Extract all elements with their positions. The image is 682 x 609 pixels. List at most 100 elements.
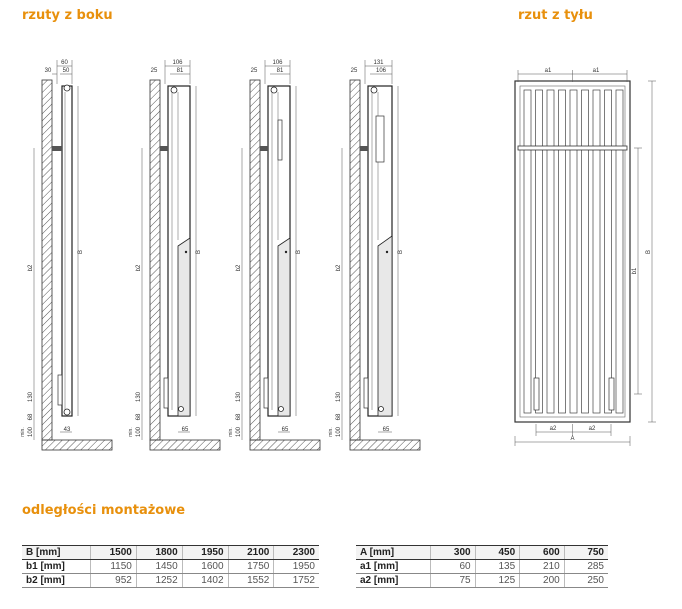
table-cell: 2300 — [273, 545, 319, 560]
dim-overall: B — [78, 250, 84, 254]
dim-min: min. — [20, 427, 26, 436]
row-label: a2 [mm] — [356, 573, 431, 588]
table-cell: 1950 — [181, 545, 229, 560]
table-cell: 60 — [430, 559, 476, 574]
dim-b1: b1 — [632, 267, 638, 274]
radiator-profile — [61, 85, 73, 417]
row-label: b1 [mm] — [22, 559, 91, 574]
mounting-distances-heading: odległości montażowe — [22, 503, 186, 518]
dim-top-inner: 81 — [177, 68, 184, 74]
dim-130: 130 — [236, 391, 242, 402]
back-view: a1 a1 a2 a2 A b1 B — [514, 68, 656, 446]
dim-130: 130 — [136, 391, 142, 402]
table-cell: 300 — [430, 545, 476, 560]
table-cell: 1750 — [227, 559, 274, 574]
dim-bottom: 65 — [383, 427, 390, 433]
dim-width-A: A — [570, 436, 574, 442]
back-view-heading: rzut z tyłu — [518, 8, 593, 23]
dim-b2: b2 — [28, 264, 34, 271]
radiator-tubes — [523, 89, 624, 414]
table-cell: 200 — [519, 573, 565, 588]
technical-drawing: 60 50 30 b2 B 130 68 min. 100 43 106 81 — [20, 60, 656, 451]
table-cell: 135 — [474, 559, 520, 574]
wall-hatch — [41, 79, 53, 441]
table-cell: 125 — [474, 573, 520, 588]
dim-130: 130 — [336, 391, 342, 402]
side-views-heading: rzuty z boku — [22, 8, 113, 23]
table-cell: 1500 — [90, 545, 137, 560]
dim-68: 68 — [236, 413, 242, 420]
radiator-tube — [592, 89, 601, 414]
radiator-tube — [581, 89, 589, 414]
radiator-tube — [523, 89, 532, 414]
dim-top-outer: 106 — [272, 60, 283, 66]
radiator-tube — [535, 89, 543, 414]
table-cell: 1150 — [90, 559, 137, 574]
side-view-3: 106 81 25 b2 B 130 68 min. 100 65 — [228, 60, 321, 451]
dim-a1-left: a1 — [545, 68, 552, 74]
table-cell: 75 — [430, 573, 476, 588]
table-cell: 1402 — [181, 573, 229, 588]
dim-wall: 25 — [151, 68, 158, 74]
radiator-tube — [569, 89, 578, 414]
dim-overall: B — [296, 250, 302, 254]
dim-min: min. — [328, 427, 334, 436]
side-view-1: 60 50 30 b2 B 130 68 min. 100 43 — [20, 60, 113, 451]
table-cell: 600 — [519, 545, 565, 560]
table-cell: 210 — [519, 559, 565, 574]
right-connection — [608, 377, 615, 411]
dim-b2: b2 — [236, 264, 242, 271]
dim-bottom: 43 — [64, 427, 71, 433]
table-cell: 1450 — [135, 559, 183, 574]
dim-top-outer: 60 — [61, 60, 68, 66]
table-cell: 285 — [563, 559, 608, 574]
row-label: B [mm] — [22, 545, 91, 560]
mounting-rail — [517, 145, 628, 151]
row-label: A [mm] — [356, 545, 431, 560]
dim-top-outer: 131 — [373, 60, 384, 66]
radiator-tube — [546, 89, 555, 414]
dim-min: min. — [228, 427, 234, 436]
table-cell: 250 — [563, 573, 608, 588]
floor-hatch — [41, 439, 113, 451]
table-cell: 1950 — [273, 559, 319, 574]
dim-b2: b2 — [336, 264, 342, 271]
dim-top-inner: 106 — [376, 68, 387, 74]
dim-a2-left: a2 — [550, 426, 557, 432]
dim-100: 100 — [336, 426, 342, 437]
dim-overall-B: B — [646, 250, 652, 254]
dim-a1-right: a1 — [593, 68, 600, 74]
table-cell: 1552 — [227, 573, 274, 588]
dim-wall: 30 — [45, 68, 52, 74]
side-view-2: 106 81 25 b2 B 130 68 min. 100 65 — [128, 60, 221, 451]
side-view-4: 131 106 25 b2 B 130 68 min. 100 65 — [328, 60, 421, 451]
row-label: b2 [mm] — [22, 573, 91, 588]
left-connection — [533, 377, 540, 411]
dim-130: 130 — [28, 391, 34, 402]
radiator-tube — [558, 89, 566, 414]
dim-bottom: 65 — [282, 427, 289, 433]
table-cell: 952 — [90, 573, 137, 588]
dim-top-inner: 81 — [277, 68, 284, 74]
bracket — [52, 146, 62, 151]
dim-top-inner: 50 — [63, 68, 70, 74]
radiator-tube — [615, 89, 624, 414]
dim-68: 68 — [136, 413, 142, 420]
dim-bottom: 65 — [182, 427, 189, 433]
dim-wall: 25 — [251, 68, 258, 74]
dim-100: 100 — [136, 426, 142, 437]
dim-a2-right: a2 — [589, 426, 596, 432]
table-cell: 1600 — [181, 559, 229, 574]
dim-top-outer: 106 — [172, 60, 183, 66]
table-cell: 1252 — [135, 573, 183, 588]
radiator-tube — [604, 89, 612, 414]
table-cell: 2100 — [227, 545, 274, 560]
table-cell: 450 — [474, 545, 520, 560]
